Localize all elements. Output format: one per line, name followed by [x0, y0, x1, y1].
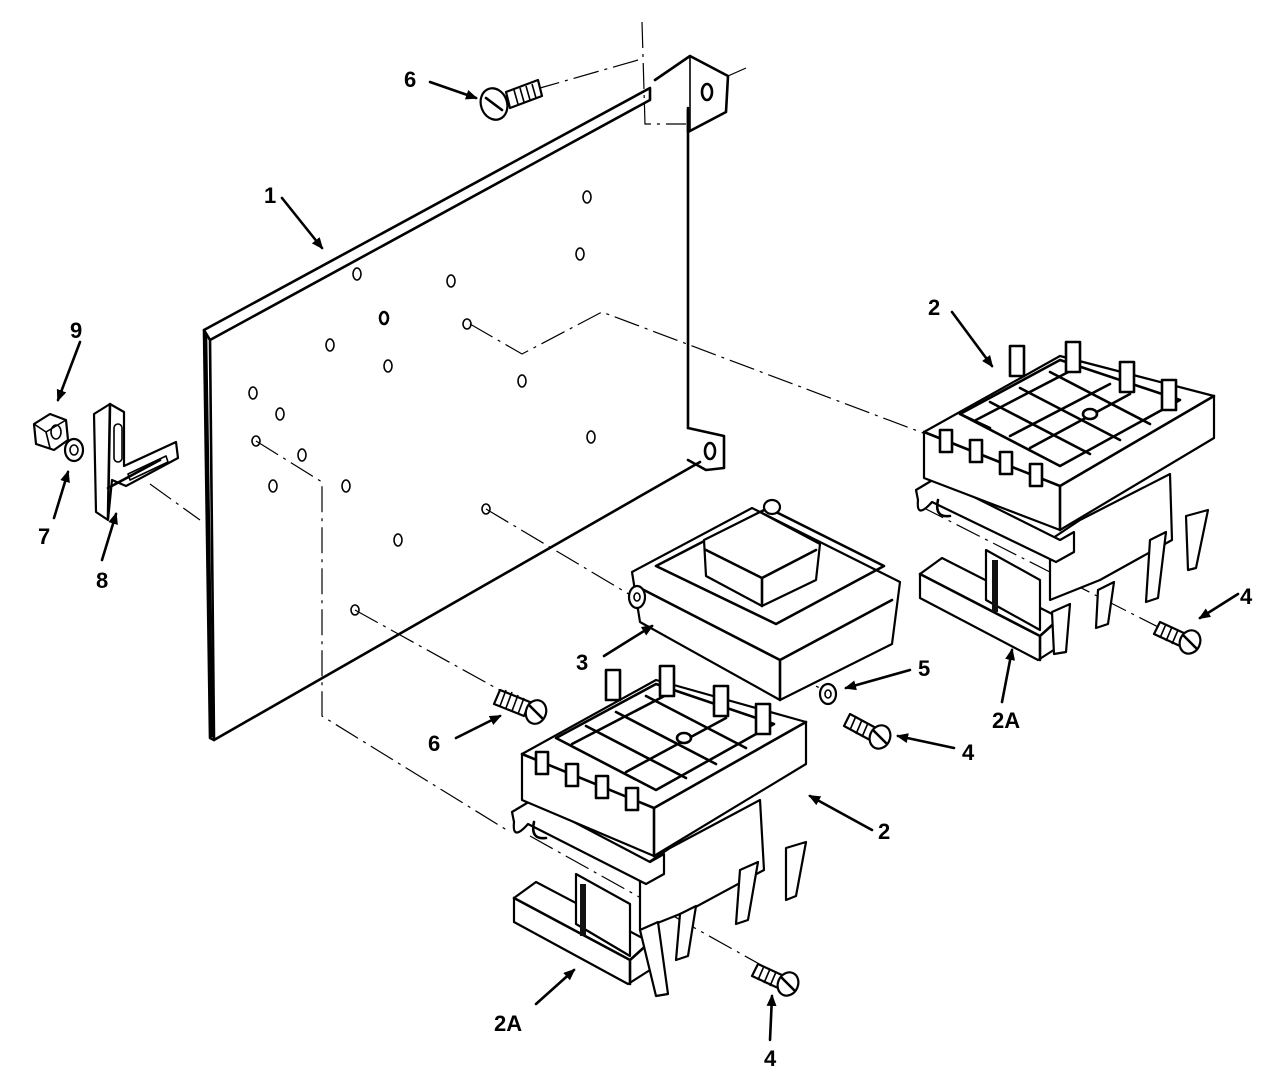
angle-bracket — [92, 402, 180, 522]
transformer — [627, 498, 902, 702]
lock-washer — [63, 437, 85, 463]
callout-1: 1 — [264, 183, 276, 208]
plate-holes — [248, 190, 596, 616]
callout-2a-bottom: 2A — [494, 1011, 522, 1036]
callout-6-top: 6 — [404, 67, 416, 92]
screw-middle — [492, 688, 548, 725]
hex-nut — [32, 412, 70, 452]
callout-4-right: 4 — [1240, 584, 1253, 609]
screw-4-right — [1152, 620, 1202, 655]
screw-4-bottom — [750, 962, 800, 997]
callout-leaders — [52, 80, 1240, 1042]
callout-4-bottom: 4 — [764, 1046, 777, 1071]
callout-labels: 1 2 2 2A 2A 3 4 4 4 5 6 6 7 8 9 — [38, 67, 1253, 1071]
callout-8: 8 — [96, 568, 108, 593]
callout-3: 3 — [576, 650, 588, 675]
mounting-plate — [202, 54, 730, 742]
callout-6-middle: 6 — [428, 731, 440, 756]
callout-7: 7 — [38, 524, 50, 549]
flat-washer — [818, 682, 838, 706]
callout-9: 9 — [70, 318, 82, 343]
relay-right — [914, 340, 1216, 662]
callout-2a-right: 2A — [992, 708, 1020, 733]
relay-bottom — [510, 664, 808, 998]
screw-4-middle — [842, 712, 892, 750]
screw-top — [479, 78, 544, 121]
callout-4-middle: 4 — [962, 740, 975, 765]
callout-2-bottom: 2 — [878, 819, 890, 844]
callout-2-right: 2 — [928, 295, 940, 320]
callout-5: 5 — [918, 656, 930, 681]
